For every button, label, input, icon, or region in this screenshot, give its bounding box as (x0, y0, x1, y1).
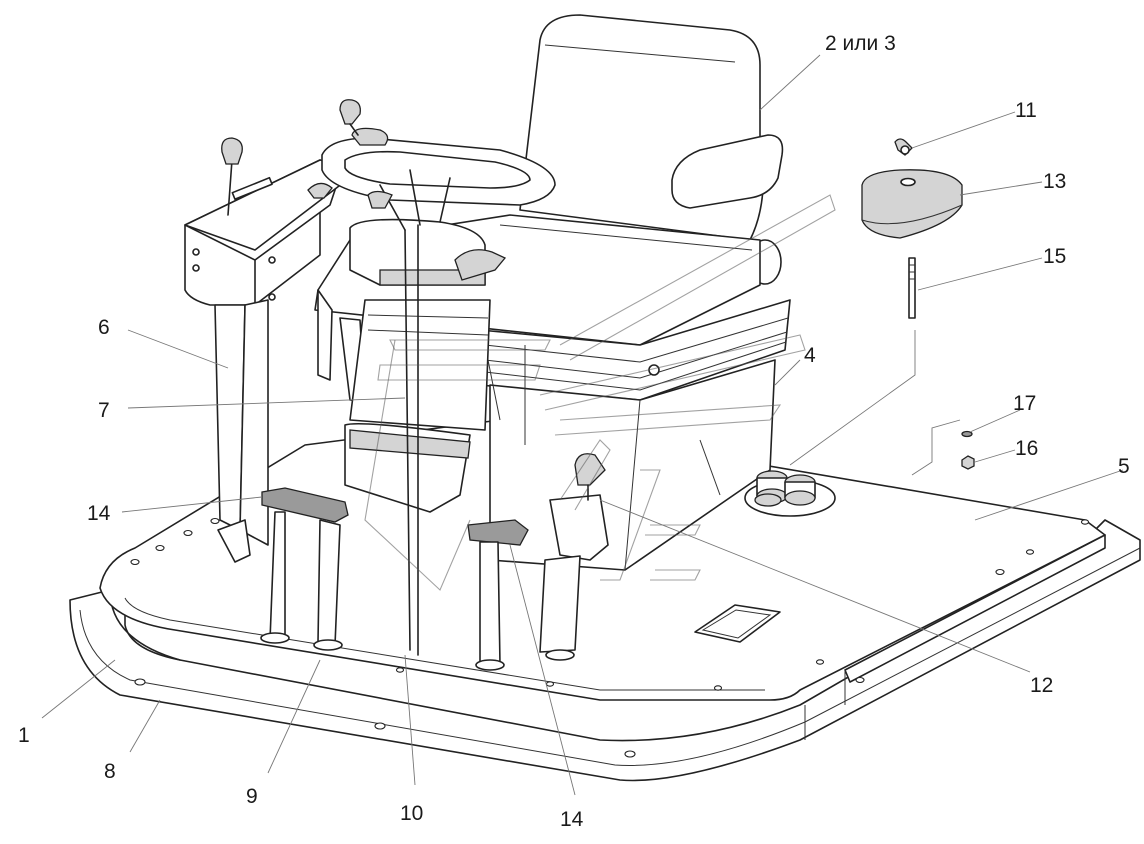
callout-8: 8 (104, 760, 116, 783)
exploded-parts (789, 138, 975, 476)
steering-assembly (321, 99, 556, 656)
left-control-console (184, 137, 361, 563)
callout-11: 11 (1015, 99, 1037, 122)
watermark-logo (364, 194, 836, 591)
callout-6: 6 (98, 316, 110, 339)
pedals (260, 453, 609, 671)
callout-9: 9 (246, 785, 258, 808)
callout-12: 12 (1030, 674, 1053, 697)
rim-holes (130, 517, 1090, 758)
callout-14-bottom: 14 (560, 808, 584, 831)
callout-4: 4 (804, 344, 816, 367)
callout-1: 1 (18, 724, 30, 747)
callout-14-left: 14 (87, 502, 111, 525)
callout-16: 16 (1015, 437, 1038, 460)
callout-labels: 1 2 или 3 4 5 6 7 8 9 10 11 12 13 14 14 … (18, 32, 1130, 831)
leader-lines (41, 54, 1124, 796)
filter-caps (744, 470, 836, 517)
callout-7: 7 (98, 399, 110, 422)
callout-2-or-3: 2 или 3 (825, 32, 896, 55)
callout-5: 5 (1118, 455, 1130, 478)
access-hatch (694, 604, 781, 643)
callout-15: 15 (1043, 245, 1066, 268)
callout-13: 13 (1043, 170, 1066, 193)
callout-17: 17 (1013, 392, 1036, 415)
callout-10: 10 (400, 802, 423, 825)
